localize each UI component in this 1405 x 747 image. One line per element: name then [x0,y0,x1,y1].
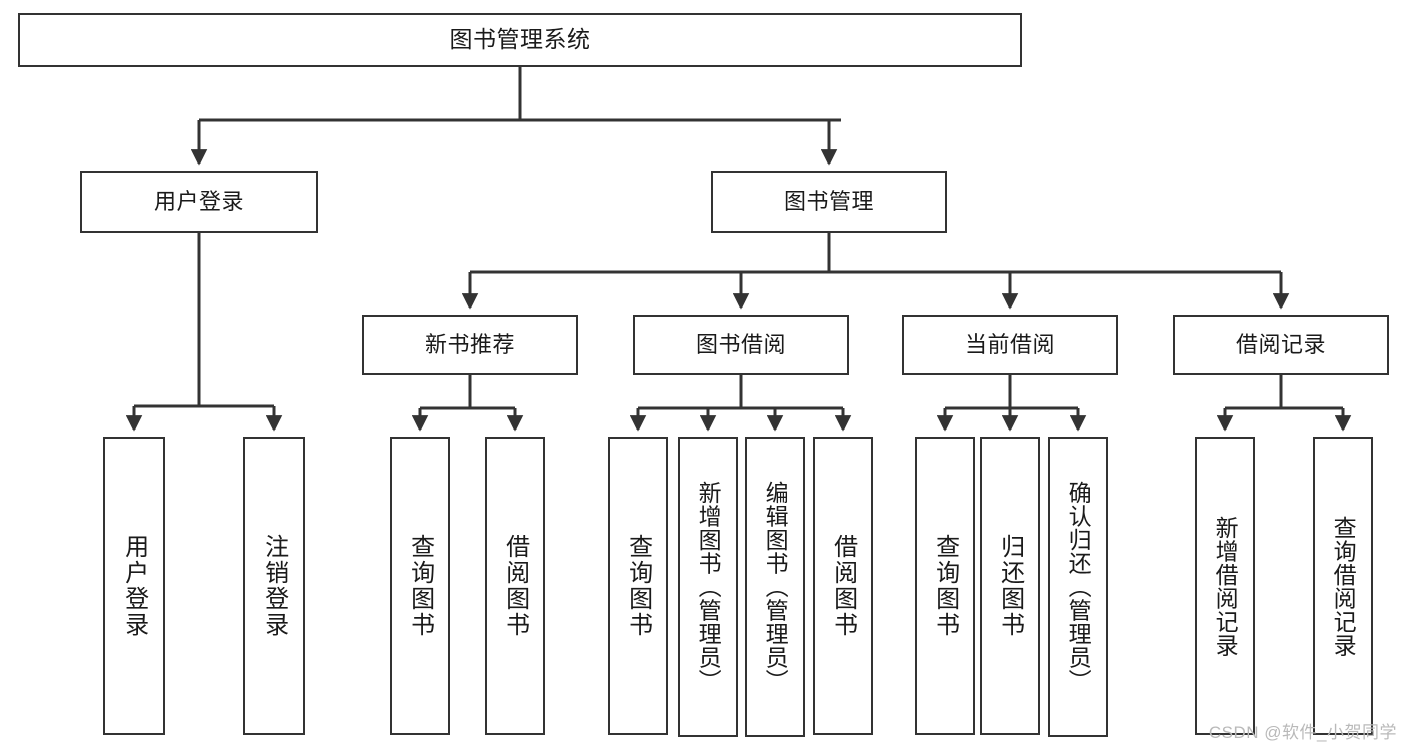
node-leaf-confirm-return[interactable]: 确认归还（管理员） [1048,437,1108,737]
node-user-login-group-label: 用户登录 [153,189,244,215]
node-leaf-logout-label: 注销登录 [260,534,288,638]
node-leaf-query-book-current[interactable]: 查询图书 [915,437,975,735]
node-borrow-record[interactable]: 借阅记录 [1173,315,1389,375]
node-leaf-add-borrow-record[interactable]: 新增借阅记录 [1195,437,1255,735]
node-leaf-query-book-current-label: 查询图书 [931,534,959,638]
node-leaf-confirm-return-label: 确认归还（管理员） [1065,481,1092,693]
node-current-borrow-label: 当前借阅 [964,332,1055,358]
node-new-book-recommend-label: 新书推荐 [424,332,515,358]
node-leaf-logout[interactable]: 注销登录 [243,437,305,735]
node-leaf-return-book-label: 归还图书 [996,534,1024,638]
node-new-book-recommend[interactable]: 新书推荐 [362,315,578,375]
node-leaf-query-book-rec-label: 查询图书 [406,534,434,638]
node-leaf-query-borrow-record[interactable]: 查询借阅记录 [1313,437,1373,735]
node-leaf-query-borrow-record-label: 查询借阅记录 [1330,515,1357,657]
node-leaf-borrow-book-rec-label: 借阅图书 [501,534,529,638]
node-leaf-add-borrow-record-label: 新增借阅记录 [1212,515,1239,657]
node-leaf-query-book-borrow-label: 查询图书 [624,534,652,638]
node-leaf-query-book-borrow[interactable]: 查询图书 [608,437,668,735]
csdn-watermark: CSDN @软件_小贺同学 [1208,723,1397,742]
node-book-borrow[interactable]: 图书借阅 [633,315,849,375]
node-leaf-add-book[interactable]: 新增图书（管理员） [678,437,738,737]
node-leaf-borrow-book-label: 借阅图书 [829,534,857,638]
node-leaf-return-book[interactable]: 归还图书 [980,437,1040,735]
node-book-manage-group[interactable]: 图书管理 [711,171,947,233]
node-user-login-group[interactable]: 用户登录 [80,171,318,233]
node-root-label: 图书管理系统 [449,26,591,53]
node-leaf-borrow-book[interactable]: 借阅图书 [813,437,873,735]
node-leaf-user-login[interactable]: 用户登录 [103,437,165,735]
node-leaf-query-book-rec[interactable]: 查询图书 [390,437,450,735]
node-book-borrow-label: 图书借阅 [695,332,786,358]
node-current-borrow[interactable]: 当前借阅 [902,315,1118,375]
node-leaf-borrow-book-rec[interactable]: 借阅图书 [485,437,545,735]
node-leaf-add-book-label: 新增图书（管理员） [695,481,722,693]
node-root[interactable]: 图书管理系统 [18,13,1022,67]
node-leaf-edit-book[interactable]: 编辑图书（管理员） [745,437,805,737]
node-borrow-record-label: 借阅记录 [1235,332,1326,358]
node-leaf-edit-book-label: 编辑图书（管理员） [762,481,789,693]
node-leaf-user-login-label: 用户登录 [120,534,148,638]
node-book-manage-group-label: 图书管理 [783,189,874,215]
